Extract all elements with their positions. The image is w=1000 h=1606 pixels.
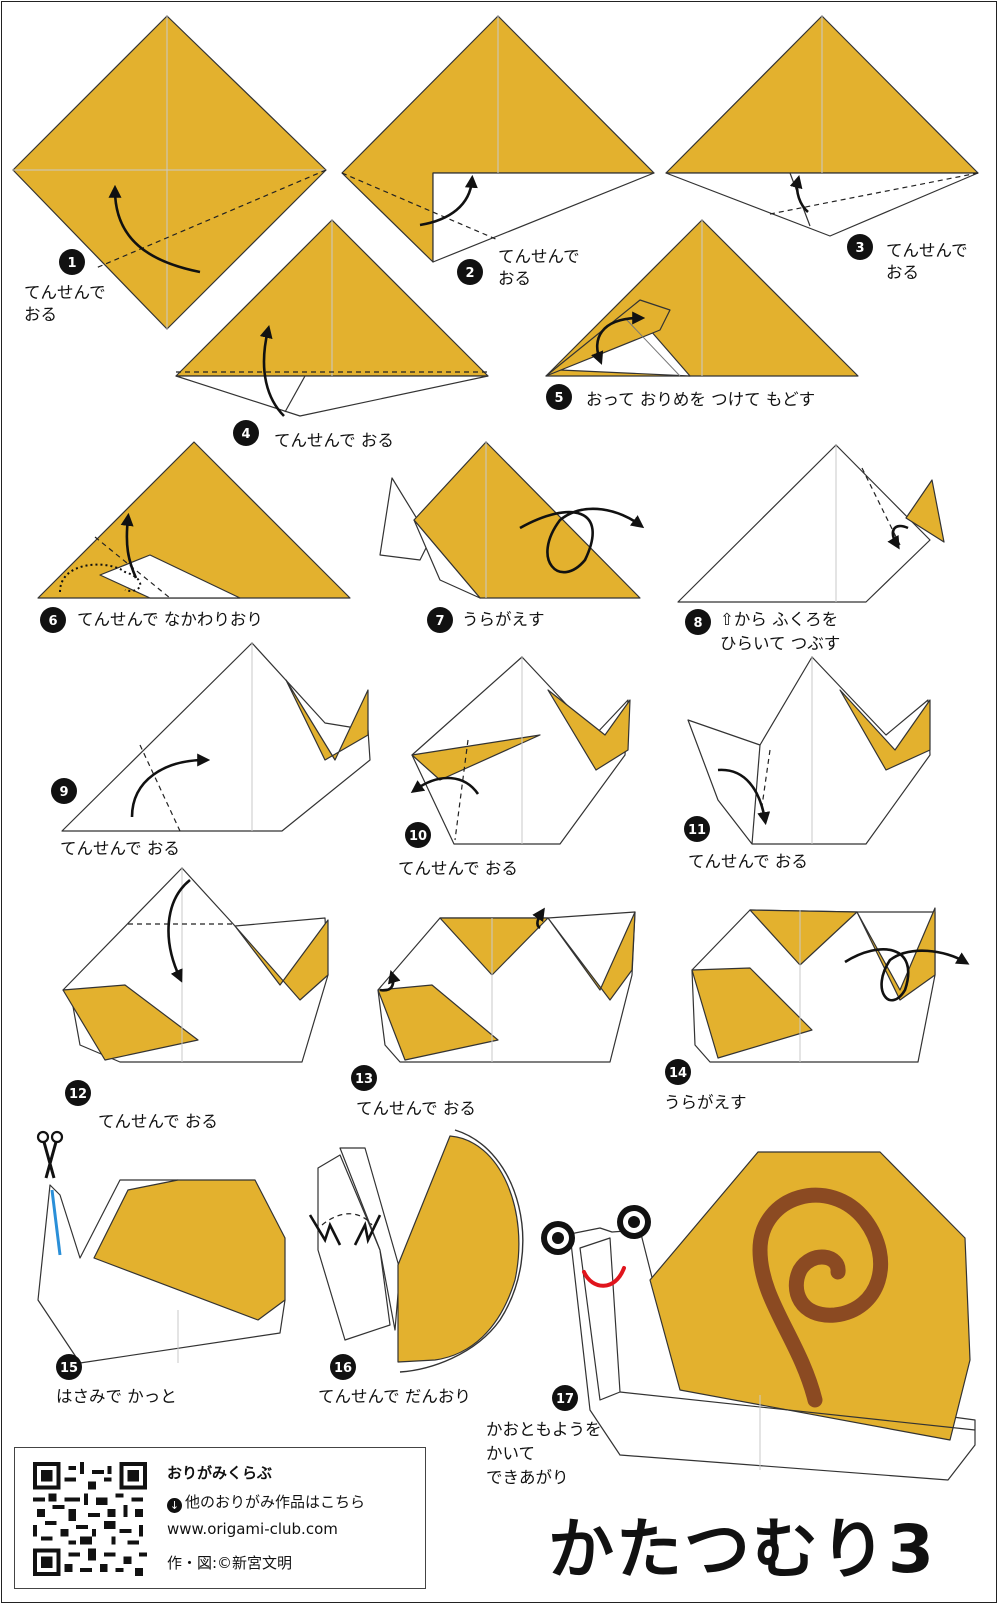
- step-9-figure: [61, 642, 371, 832]
- step-number: 14: [669, 1066, 687, 1081]
- step-instruction: てんせんで おる: [98, 1112, 218, 1131]
- step-badge: [59, 249, 85, 275]
- step-badge: [552, 1385, 578, 1411]
- step-instruction: はさみで かっと: [56, 1387, 177, 1406]
- step-number: 3: [855, 241, 864, 256]
- step-badge: [684, 816, 710, 842]
- step-instruction: てんせんで なかわりおり: [77, 610, 263, 629]
- step-1-figure: [12, 15, 327, 330]
- site-name: おりがみくらぶ: [167, 1464, 273, 1482]
- step-instruction: かいて: [486, 1444, 535, 1463]
- step-instruction: おる: [498, 269, 531, 288]
- scissors-icon: [36, 1130, 64, 1179]
- step-badge: [51, 778, 77, 804]
- step-instruction: てんせんで: [498, 247, 580, 266]
- step-5-figure: [545, 219, 859, 377]
- step-number: 1: [67, 256, 76, 271]
- step-number: 2: [465, 266, 474, 281]
- step-badge: [56, 1354, 82, 1380]
- step-number: 8: [693, 616, 702, 631]
- step-instruction: てんせんで おる: [274, 431, 394, 450]
- step-3-figure: [665, 15, 979, 237]
- step-number: 6: [48, 614, 57, 629]
- step-instruction: てんせんで おる: [398, 859, 518, 878]
- step-4-figure: [175, 219, 489, 417]
- step-number: 13: [355, 1072, 373, 1087]
- arrow-down-circle-icon: ↓: [167, 1498, 182, 1513]
- step-6-figure: [37, 441, 351, 599]
- step-number: 10: [409, 829, 427, 844]
- step-badge: [457, 259, 483, 285]
- step-2-figure: [341, 15, 655, 263]
- step-instruction: うらがえす: [462, 610, 545, 629]
- step-12-figure: [62, 867, 329, 1063]
- snail-eye-left: [541, 1221, 575, 1255]
- step-badge: [847, 234, 873, 260]
- step-number: 4: [241, 427, 250, 442]
- step-instruction: おる: [886, 263, 919, 282]
- step-number: 9: [59, 785, 68, 800]
- step-instruction: できあがり: [486, 1468, 569, 1487]
- step-16-figure: [308, 1129, 524, 1373]
- snail-mouth: [582, 1266, 626, 1288]
- step-8-figure: [677, 444, 945, 603]
- step-badge: [546, 384, 572, 410]
- step-badge: [685, 609, 711, 635]
- step-10-figure: [410, 656, 631, 845]
- step-badge: [330, 1354, 356, 1380]
- step-instruction: ⇧から ふくろを: [720, 610, 838, 629]
- step-instruction: てんせんで おる: [356, 1099, 476, 1118]
- step-badge: [40, 607, 66, 633]
- qr-code[interactable]: [31, 1462, 149, 1576]
- step-7-figure: [379, 441, 645, 599]
- step-11-figure: [687, 656, 931, 845]
- step-instruction: ひらいて つぶす: [720, 634, 840, 653]
- step-number: 15: [60, 1361, 78, 1376]
- step-badge: [665, 1059, 691, 1085]
- step-badge: [351, 1065, 377, 1091]
- step-badge: [405, 822, 431, 848]
- step-17-figure: [541, 1151, 976, 1481]
- step-instruction: てんせんで だんおり: [318, 1387, 471, 1406]
- more-works-label: 他のおりがみ作品はこちら: [185, 1493, 366, 1511]
- step-badge: [65, 1080, 91, 1106]
- step-number: 17: [556, 1392, 574, 1407]
- author-credit: 作・図:©新宮文明: [167, 1554, 293, 1572]
- step-number: 5: [554, 391, 563, 406]
- credit-box: おりがみくらぶ ↓他のおりがみ作品はこちら www.origami-club.c…: [14, 1447, 426, 1589]
- step-13-figure: [377, 907, 636, 1063]
- step-instruction: うらがえす: [664, 1093, 747, 1112]
- step-14-figure: [691, 907, 970, 1063]
- step-instruction: かおともようを: [486, 1420, 602, 1439]
- step-instruction: おる: [24, 305, 57, 324]
- step-instruction: てんせんで おる: [688, 852, 808, 871]
- step-instruction: てんせんで: [886, 241, 968, 260]
- step-badge: [233, 420, 259, 446]
- step-number: 16: [334, 1361, 352, 1376]
- more-works-link[interactable]: ↓他のおりがみ作品はこちら: [167, 1491, 365, 1513]
- step-badge: [427, 607, 453, 633]
- site-url-link[interactable]: www.origami-club.com: [167, 1520, 338, 1538]
- step-instruction: おって おりめを つけて もどす: [586, 390, 815, 409]
- step-instruction: てんせんで: [24, 283, 106, 302]
- step-15-figure: [36, 1130, 286, 1364]
- page-title: かたつむり3: [548, 1511, 936, 1588]
- step-number: 11: [688, 823, 706, 838]
- step-number: 12: [69, 1087, 87, 1102]
- snail-eye-right: [617, 1205, 651, 1239]
- step-number: 7: [435, 614, 444, 629]
- step-instruction: てんせんで おる: [60, 839, 180, 858]
